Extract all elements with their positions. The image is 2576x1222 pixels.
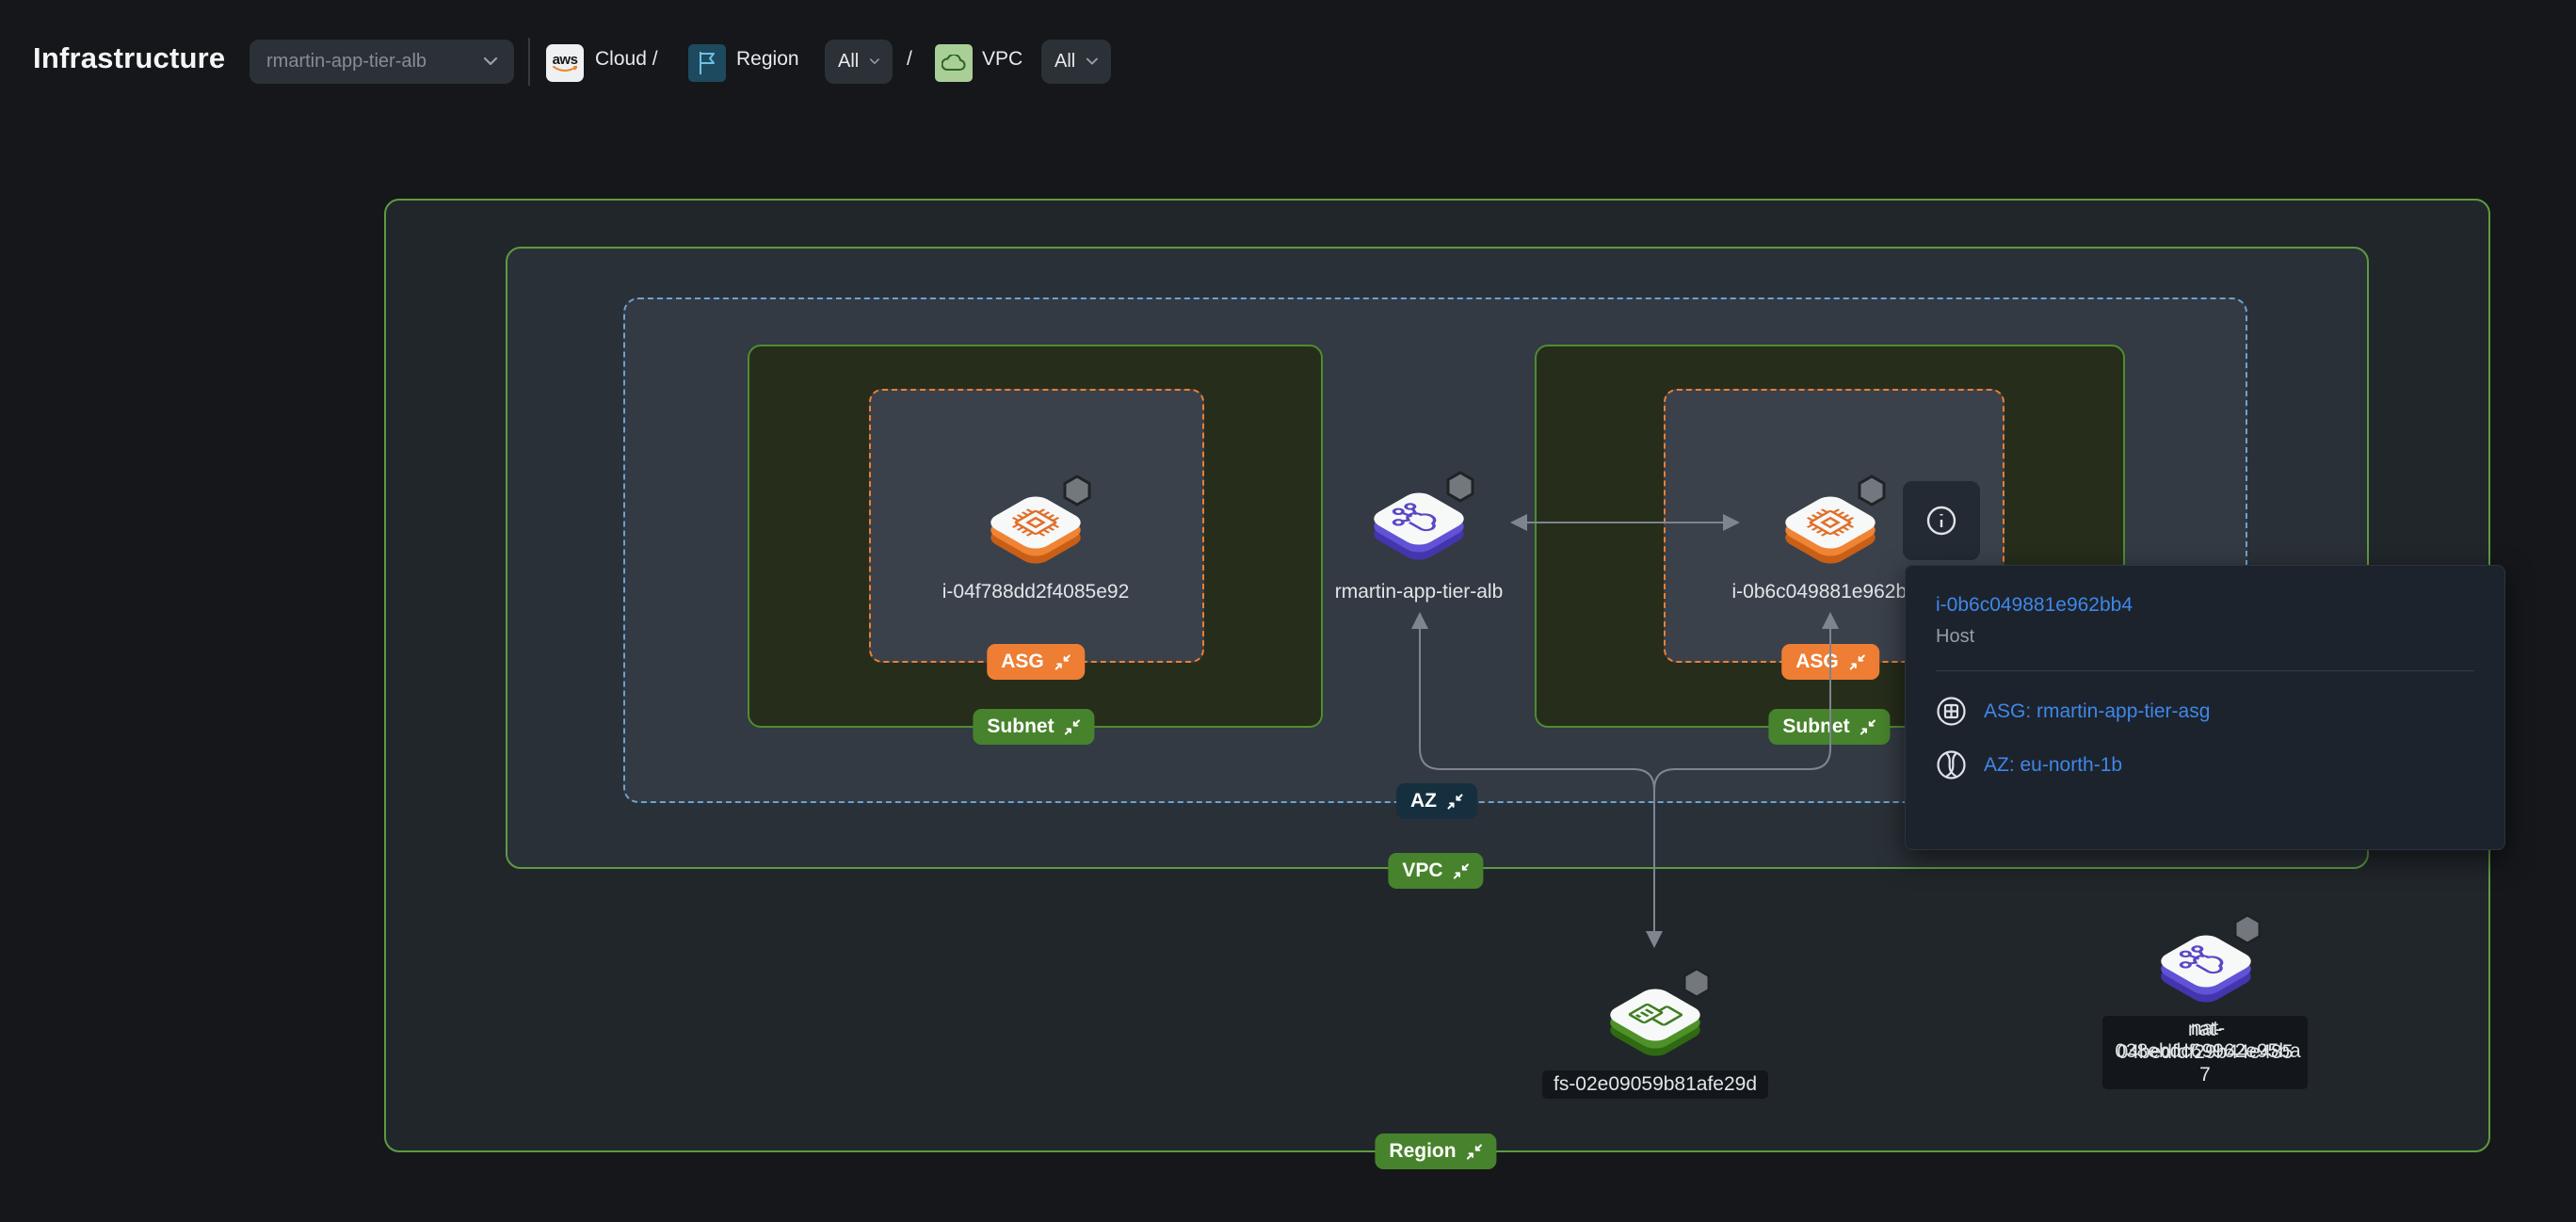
node-label-file-system[interactable]: fs-02e09059b81afe29d xyxy=(1541,1070,1769,1099)
tooltip-asg-link[interactable]: ASG: rmartin-app-tier-asg xyxy=(1936,696,2474,727)
aws-logo: aws xyxy=(546,44,584,82)
tooltip-az-link[interactable]: AZ: eu-north-1b xyxy=(1936,749,2474,780)
az-badge[interactable]: AZ xyxy=(1396,783,1477,819)
tooltip-divider xyxy=(1936,670,2474,671)
breadcrumb-vpc-label[interactable]: VPC xyxy=(982,48,1023,70)
chevron-down-icon xyxy=(1087,57,1098,65)
vpc-badge[interactable]: VPC xyxy=(1388,853,1484,889)
node-label-nat-gateway-1[interactable]: nat-04bedfdf29b44e4857 xyxy=(2102,1016,2308,1089)
chevron-down-icon xyxy=(870,58,879,65)
nat-gateway-icon[interactable] xyxy=(2140,908,2272,1040)
resource-dropdown-value: rmartin-app-tier-alb xyxy=(266,51,427,72)
subnet-badge-right[interactable]: Subnet xyxy=(1768,709,1891,745)
node-tooltip: i-0b6c049881e962bb4 Host ASG: rmartin-ap… xyxy=(1905,565,2505,850)
tooltip-subtitle: Host xyxy=(1936,626,1975,647)
aws-logo-text: aws xyxy=(552,51,578,68)
subnet-badge-left[interactable]: Subnet xyxy=(973,709,1095,745)
vpc-badge-label: VPC xyxy=(1402,860,1443,881)
collapse-arrows-icon xyxy=(1447,793,1463,810)
tooltip-az-text: AZ: eu-north-1b xyxy=(1984,753,2123,776)
collapse-arrows-icon xyxy=(1467,1143,1483,1160)
node-label-instance-left[interactable]: i-04f788dd2f4085e92 xyxy=(942,581,1130,603)
breadcrumb-separator: / xyxy=(907,48,912,70)
asg-badge-label: ASG xyxy=(1795,651,1839,672)
grid-circle-icon xyxy=(1937,697,1966,726)
vpc-filter-value: All xyxy=(1055,51,1076,72)
az-badge-label: AZ xyxy=(1410,790,1437,812)
collapse-arrows-icon xyxy=(1849,653,1865,670)
collapse-arrows-icon xyxy=(1065,718,1081,735)
subnet-badge-label: Subnet xyxy=(987,716,1055,737)
node-label-nat-gateway-2[interactable]: nat-038ebdc69962e95ba xyxy=(2115,1018,2301,1062)
aws-smile-icon xyxy=(553,65,577,72)
load-balancer-icon[interactable] xyxy=(1353,466,1485,598)
region-filter-value: All xyxy=(838,51,860,72)
asg-badge-left[interactable]: ASG xyxy=(987,644,1085,680)
info-button[interactable] xyxy=(1903,481,1980,560)
tooltip-asg-text: ASG: rmartin-app-tier-asg xyxy=(1984,699,2211,722)
collapse-arrows-icon xyxy=(1055,653,1071,670)
collapse-arrows-icon xyxy=(1454,862,1470,879)
page-title: Infrastructure xyxy=(33,41,226,74)
breadcrumb-region-label[interactable]: Region xyxy=(736,48,799,70)
globe-icon xyxy=(1937,750,1966,780)
breadcrumb-cloud-label[interactable]: Cloud / xyxy=(595,48,658,70)
asg-badge-right[interactable]: ASG xyxy=(1781,644,1879,680)
node-label-alb[interactable]: rmartin-app-tier-alb xyxy=(1334,581,1504,603)
region-filter-dropdown[interactable]: All xyxy=(825,40,893,84)
ec2-instance-icon[interactable] xyxy=(970,470,1102,602)
resource-dropdown[interactable]: rmartin-app-tier-alb xyxy=(250,40,514,84)
vpc-filter-dropdown[interactable]: All xyxy=(1041,40,1111,84)
ec2-instance-icon[interactable] xyxy=(1764,470,1896,602)
info-circle-icon xyxy=(1926,506,1956,536)
file-system-icon[interactable] xyxy=(1589,962,1721,1094)
region-badge[interactable]: Region xyxy=(1375,1134,1497,1169)
node-label-instance-right[interactable]: i-0b6c049881e962bb4 xyxy=(1731,581,1929,603)
region-flag-icon xyxy=(688,44,726,82)
tooltip-title-link[interactable]: i-0b6c049881e962bb4 xyxy=(1936,594,2133,616)
region-badge-label: Region xyxy=(1389,1140,1457,1162)
chevron-down-icon xyxy=(484,57,497,66)
header-divider xyxy=(528,38,530,86)
vpc-cloud-icon xyxy=(935,44,973,82)
collapse-arrows-icon xyxy=(1860,718,1876,735)
subnet-badge-label: Subnet xyxy=(1782,716,1850,737)
asg-badge-label: ASG xyxy=(1001,651,1044,672)
